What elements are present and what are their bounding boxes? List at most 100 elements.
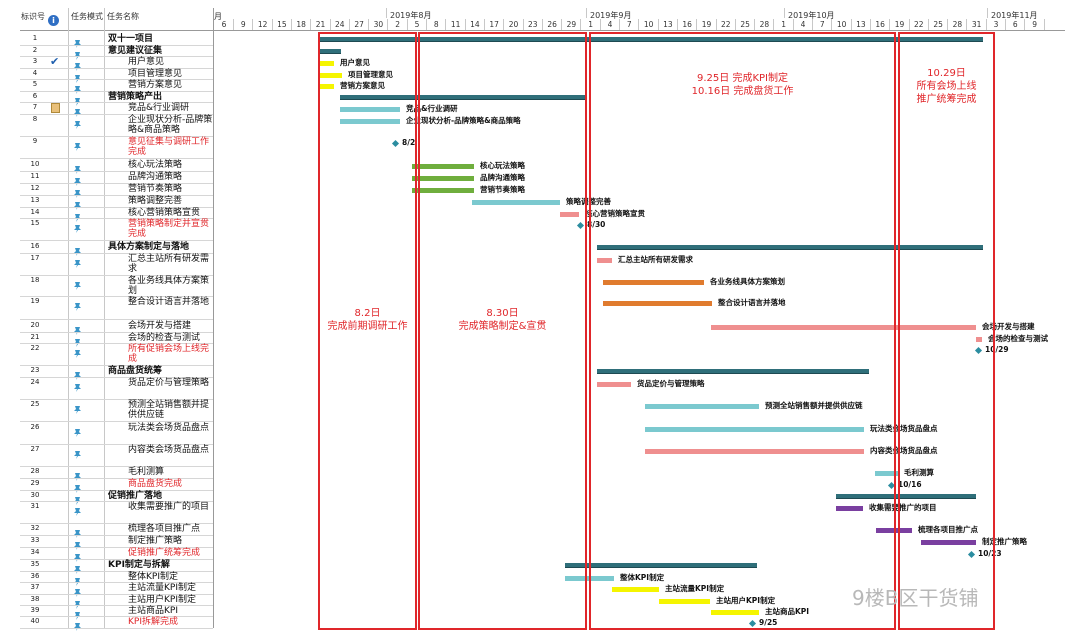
task-bar[interactable] bbox=[645, 449, 864, 454]
pin-icon[interactable] bbox=[73, 219, 83, 233]
task-name[interactable]: 促销推广落地 bbox=[108, 491, 163, 501]
pin-icon[interactable] bbox=[73, 103, 83, 117]
pin-icon[interactable] bbox=[73, 524, 83, 538]
task-name[interactable]: 竞品&行业调研 bbox=[128, 103, 190, 113]
pin-icon[interactable] bbox=[73, 423, 83, 437]
pin-icon[interactable] bbox=[73, 297, 83, 311]
task-bar[interactable] bbox=[320, 61, 334, 66]
task-bar[interactable] bbox=[560, 212, 579, 217]
pin-icon[interactable] bbox=[73, 46, 83, 60]
task-name[interactable]: 主站商品KPI bbox=[128, 606, 178, 616]
pin-icon[interactable] bbox=[73, 80, 83, 94]
summary-bar[interactable] bbox=[565, 563, 757, 568]
col-header-mode[interactable]: 任务模式 bbox=[71, 12, 103, 21]
task-name[interactable]: 会场的检查与测试 bbox=[128, 333, 201, 343]
task-bar[interactable] bbox=[645, 404, 759, 409]
pin-icon[interactable] bbox=[73, 491, 83, 505]
pin-icon[interactable] bbox=[73, 378, 83, 392]
pin-icon[interactable] bbox=[73, 196, 83, 210]
task-name[interactable]: 梳理各项目推广点 bbox=[128, 524, 201, 534]
task-name[interactable]: 核心玩法策略 bbox=[128, 160, 183, 170]
task-name[interactable]: 促销推广统筹完成 bbox=[128, 548, 201, 558]
task-name[interactable]: 主站用户KPI制定 bbox=[128, 595, 196, 605]
task-bar[interactable] bbox=[612, 587, 659, 592]
pin-icon[interactable] bbox=[73, 467, 83, 481]
task-name[interactable]: 用户意见 bbox=[128, 57, 165, 67]
task-bar[interactable] bbox=[659, 599, 710, 604]
pin-icon[interactable] bbox=[73, 617, 83, 631]
summary-bar[interactable] bbox=[340, 95, 585, 100]
task-name[interactable]: 核心营销策略宣贯 bbox=[128, 208, 201, 218]
task-bar[interactable] bbox=[340, 119, 400, 124]
task-bar[interactable] bbox=[340, 107, 400, 112]
task-name[interactable]: 会场开发与搭建 bbox=[128, 321, 192, 331]
task-name[interactable]: KPI制定与拆解 bbox=[108, 560, 170, 570]
pin-icon[interactable] bbox=[73, 115, 83, 129]
task-bar[interactable] bbox=[597, 258, 612, 263]
summary-bar[interactable] bbox=[318, 49, 341, 54]
task-name[interactable]: 商品盘货完成 bbox=[128, 479, 183, 489]
pin-icon[interactable] bbox=[73, 366, 83, 380]
pin-icon[interactable] bbox=[73, 572, 83, 586]
pin-icon[interactable] bbox=[73, 57, 83, 71]
pin-icon[interactable] bbox=[73, 208, 83, 222]
pin-icon[interactable] bbox=[73, 595, 83, 609]
pin-icon[interactable] bbox=[73, 344, 83, 358]
task-bar[interactable] bbox=[603, 280, 704, 285]
task-name[interactable]: 营销方案意见 bbox=[128, 80, 183, 90]
task-name[interactable]: KPI拆解完成 bbox=[128, 617, 178, 627]
task-name[interactable]: 收集需要推广的项目 bbox=[128, 502, 210, 512]
task-name[interactable]: 整体KPI制定 bbox=[128, 572, 178, 582]
task-bar[interactable] bbox=[645, 427, 864, 432]
pin-icon[interactable] bbox=[73, 560, 83, 574]
pin-icon[interactable] bbox=[73, 583, 83, 597]
col-header-id[interactable]: 标识号 bbox=[21, 12, 45, 21]
task-name[interactable]: 整合设计语言并落地 bbox=[128, 297, 210, 307]
summary-bar[interactable] bbox=[836, 494, 976, 499]
task-name[interactable]: 营销策略制定并宣贯完成 bbox=[128, 219, 210, 239]
task-bar[interactable] bbox=[320, 73, 342, 78]
task-bar[interactable] bbox=[412, 164, 474, 169]
task-bar[interactable] bbox=[711, 610, 759, 615]
pin-icon[interactable] bbox=[73, 321, 83, 335]
pin-icon[interactable] bbox=[73, 254, 83, 268]
pin-icon[interactable] bbox=[73, 184, 83, 198]
task-bar[interactable] bbox=[875, 471, 898, 476]
task-bar[interactable] bbox=[711, 325, 976, 330]
task-name[interactable]: 具体方案制定与落地 bbox=[108, 242, 190, 252]
task-name[interactable]: 营销节奏策略 bbox=[128, 184, 183, 194]
pin-icon[interactable] bbox=[73, 276, 83, 290]
task-name[interactable]: 意见建议征集 bbox=[108, 46, 163, 56]
pin-icon[interactable] bbox=[73, 137, 83, 151]
pin-icon[interactable] bbox=[73, 479, 83, 493]
task-name[interactable]: 所有促销会场上线完成 bbox=[128, 344, 210, 364]
summary-bar[interactable] bbox=[597, 369, 869, 374]
pin-icon[interactable] bbox=[73, 445, 83, 459]
pin-icon[interactable] bbox=[73, 536, 83, 550]
task-name[interactable]: 双十一项目 bbox=[108, 34, 154, 44]
task-bar[interactable] bbox=[836, 506, 863, 511]
note-icon[interactable] bbox=[51, 103, 60, 113]
pin-icon[interactable] bbox=[73, 400, 83, 414]
task-name[interactable]: 商品盘货统筹 bbox=[108, 366, 163, 376]
task-bar[interactable] bbox=[597, 382, 631, 387]
task-bar[interactable] bbox=[320, 84, 334, 89]
task-bar[interactable] bbox=[412, 188, 474, 193]
task-name[interactable]: 营销策略产出 bbox=[108, 92, 163, 102]
summary-bar[interactable] bbox=[318, 37, 983, 42]
task-name[interactable]: 内容类会场货品盘点 bbox=[128, 445, 210, 455]
task-name[interactable]: 毛利测算 bbox=[128, 467, 165, 477]
task-name[interactable]: 制定推广策略 bbox=[128, 536, 183, 546]
task-bar[interactable] bbox=[921, 540, 976, 545]
pin-icon[interactable] bbox=[73, 242, 83, 256]
task-bar[interactable] bbox=[603, 301, 712, 306]
pin-icon[interactable] bbox=[73, 172, 83, 186]
task-name[interactable]: 货品定价与管理策略 bbox=[128, 378, 210, 388]
task-name[interactable]: 汇总主站所有研发需求 bbox=[128, 254, 210, 274]
pin-icon[interactable] bbox=[73, 69, 83, 83]
pin-icon[interactable] bbox=[73, 92, 83, 106]
task-name[interactable]: 意见征集与调研工作完成 bbox=[128, 137, 210, 157]
task-name[interactable]: 项目管理意见 bbox=[128, 69, 183, 79]
pin-icon[interactable] bbox=[73, 548, 83, 562]
task-bar[interactable] bbox=[976, 337, 982, 342]
